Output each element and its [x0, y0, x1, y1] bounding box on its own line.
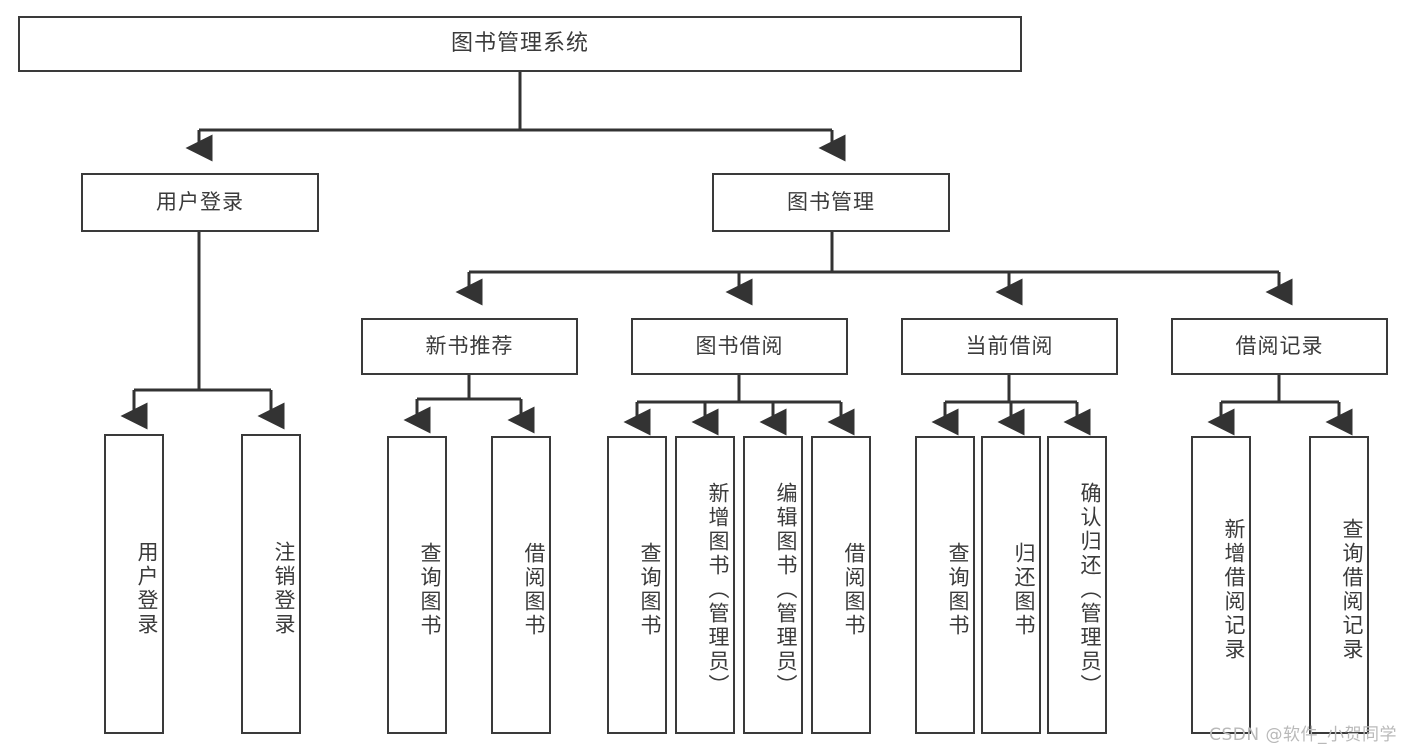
- node-label: 归还图书: [1012, 542, 1036, 638]
- node-label: 新书推荐: [425, 333, 514, 358]
- leaf-current-query-books[interactable]: 查询图书: [915, 436, 975, 734]
- node-label: 用户登录: [135, 541, 159, 637]
- leaf-borrow-query-books[interactable]: 查询图书: [607, 436, 667, 734]
- node-label: 查询图书: [418, 542, 442, 638]
- node-label: 图书管理系统: [450, 30, 589, 56]
- node-user-login[interactable]: 用户登录: [81, 173, 319, 232]
- leaf-records-add-record[interactable]: 新增借阅记录: [1191, 436, 1251, 734]
- node-label: 当前借阅: [965, 333, 1054, 358]
- leaf-user-login-signout[interactable]: 注销登录: [241, 434, 301, 734]
- leaf-borrow-edit-book-admin[interactable]: 编辑图书（管理员）: [743, 436, 803, 734]
- node-new-book-recommend[interactable]: 新书推荐: [361, 318, 578, 375]
- leaf-records-query-record[interactable]: 查询借阅记录: [1309, 436, 1369, 734]
- watermark-csdn: CSDN @软件_小贺同学: [1209, 725, 1397, 745]
- node-label: 注销登录: [272, 541, 296, 637]
- node-label: 查询图书: [946, 542, 970, 638]
- leaf-user-login-signin[interactable]: 用户登录: [104, 434, 164, 734]
- node-label: 新增图书（管理员）: [706, 482, 730, 698]
- node-label: 确认归还（管理员）: [1078, 482, 1102, 698]
- node-label: 用户登录: [156, 189, 244, 214]
- node-label: 查询借阅记录: [1340, 518, 1364, 662]
- leaf-new-book-query-books[interactable]: 查询图书: [387, 436, 447, 734]
- node-label: 借阅图书: [842, 542, 866, 638]
- node-current-borrow[interactable]: 当前借阅: [901, 318, 1118, 375]
- node-label: 图书管理: [787, 189, 875, 214]
- node-root-book-management-system[interactable]: 图书管理系统: [18, 16, 1022, 72]
- node-label: 图书借阅: [695, 333, 784, 358]
- node-label: 编辑图书（管理员）: [774, 482, 798, 698]
- node-label: 新增借阅记录: [1222, 518, 1246, 662]
- node-borrow-records[interactable]: 借阅记录: [1171, 318, 1388, 375]
- node-label: 查询图书: [638, 542, 662, 638]
- leaf-current-return-books[interactable]: 归还图书: [981, 436, 1041, 734]
- node-book-borrow[interactable]: 图书借阅: [631, 318, 848, 375]
- node-label: 借阅图书: [522, 542, 546, 638]
- leaf-current-confirm-return-admin[interactable]: 确认归还（管理员）: [1047, 436, 1107, 734]
- leaf-borrow-borrow-books[interactable]: 借阅图书: [811, 436, 871, 734]
- leaf-new-book-borrow-books[interactable]: 借阅图书: [491, 436, 551, 734]
- leaf-borrow-add-book-admin[interactable]: 新增图书（管理员）: [675, 436, 735, 734]
- node-book-management[interactable]: 图书管理: [712, 173, 950, 232]
- node-label: 借阅记录: [1235, 333, 1324, 358]
